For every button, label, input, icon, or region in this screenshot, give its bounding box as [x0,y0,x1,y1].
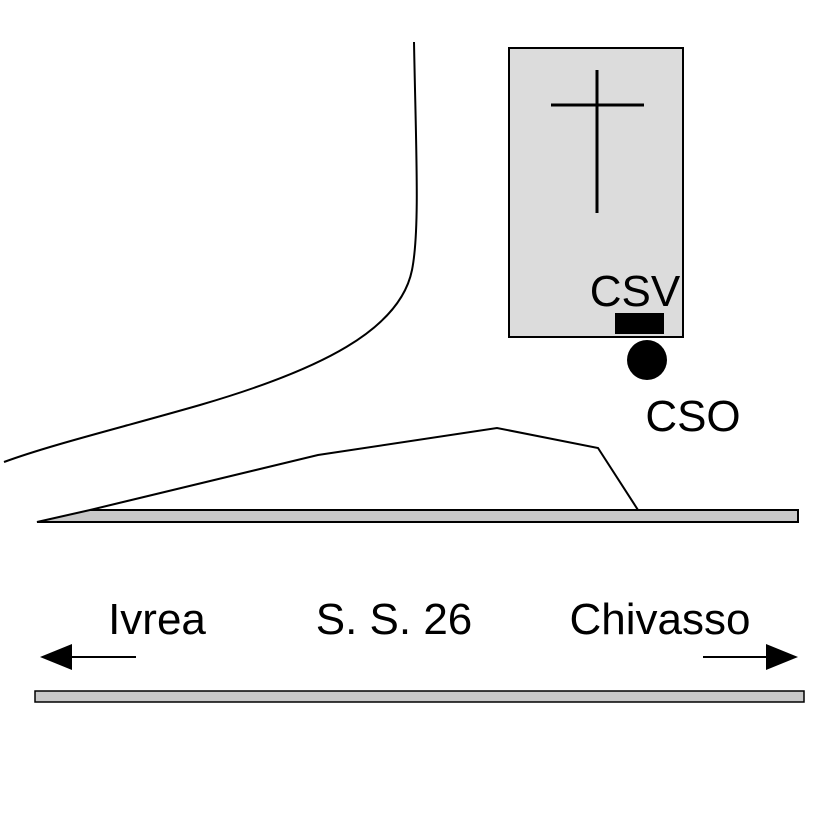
cso-label: CSO [645,392,740,441]
field-boundary-line [3,41,418,463]
road-edge-lower [34,690,805,703]
csv-label: CSV [590,267,681,316]
arrow-right-icon [703,644,798,670]
chivasso-label: Chivasso [570,595,751,644]
ivrea-label: Ivrea [108,595,206,644]
csv-marker [615,313,664,334]
cso-marker [627,340,667,380]
road-edge-upper [36,509,799,523]
road-name-label: S. S. 26 [316,595,473,644]
access-lane-outline [89,426,639,511]
arrow-left-icon [40,644,136,670]
cross-icon [551,70,644,213]
